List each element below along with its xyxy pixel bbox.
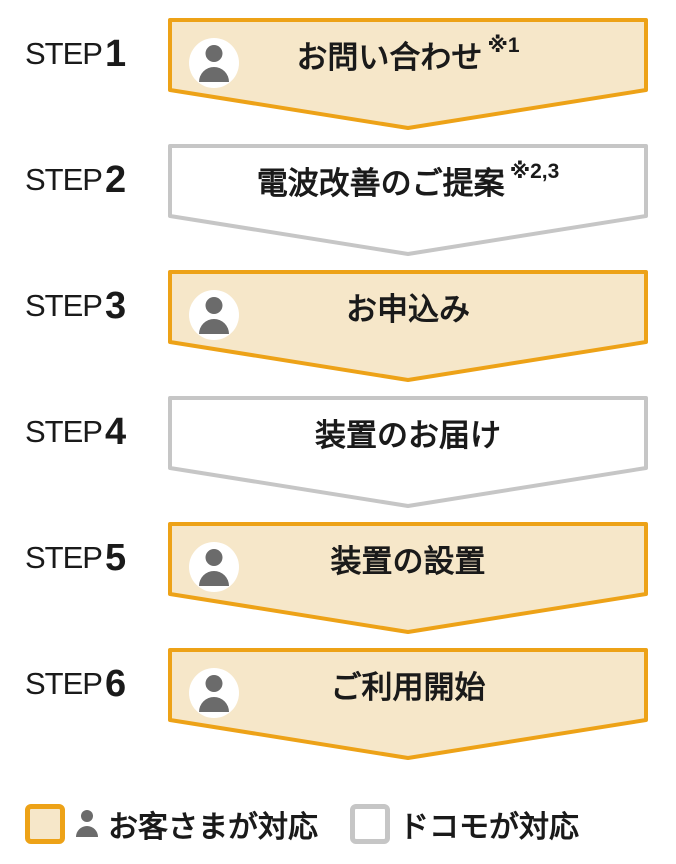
step-banner-inquiry: お問い合わせ ※1 (168, 18, 648, 130)
steps-container: STEP 1 お問い合わせ ※1 (25, 18, 676, 760)
step-row-3: STEP 3 お申込み (25, 270, 676, 382)
step-label-1: STEP 1 (25, 18, 168, 90)
legend: お客さまが対応 ドコモが対応 (0, 802, 676, 846)
step-row-6: STEP 6 ご利用開始 (25, 648, 676, 760)
step-row-2: STEP 2 電波改善のご提案 ※2,3 (25, 144, 676, 256)
customer-color-swatch (25, 804, 65, 844)
step-label-5: STEP 5 (25, 522, 168, 594)
step-label-4: STEP 4 (25, 396, 168, 468)
step-banner-proposal: 電波改善のご提案 ※2,3 (168, 144, 648, 256)
person-icon (189, 668, 239, 718)
step-number: 3 (104, 284, 127, 327)
person-icon (75, 808, 99, 840)
step-label-6: STEP 6 (25, 648, 168, 720)
legend-item-customer: お客さまが対応 (25, 802, 318, 846)
step-label-3: STEP 3 (25, 270, 168, 342)
step-title: 装置のお届け (168, 396, 648, 468)
step-number: 6 (104, 662, 127, 705)
step-label-2: STEP 2 (25, 144, 168, 216)
legend-label-customer: お客さまが対応 (108, 811, 318, 844)
docomo-color-swatch (350, 804, 390, 844)
step-banner-start: ご利用開始 (168, 648, 648, 760)
step-row-4: STEP 4 装置のお届け (25, 396, 676, 508)
step-number: 2 (104, 158, 127, 201)
chevron-banner-shape (168, 522, 648, 634)
step-title-text: お問い合わせ (296, 39, 483, 75)
step-title-text: 装置のお届け (315, 417, 501, 453)
chevron-banner-shape (168, 270, 648, 382)
step-banner-delivery: 装置のお届け (168, 396, 648, 508)
step-word: STEP (25, 36, 103, 71)
step-title-text: 装置の設置 (330, 543, 486, 579)
step-title-text: お申込み (346, 291, 470, 327)
step-banner-installation: 装置の設置 (168, 522, 648, 634)
step-row-5: STEP 5 装置の設置 (25, 522, 676, 634)
step-title-text: ご利用開始 (330, 669, 486, 705)
legend-item-docomo: ドコモが対応 (350, 802, 579, 846)
chevron-banner-shape (168, 396, 648, 508)
step-title: 電波改善のご提案 ※2,3 (168, 144, 648, 216)
chevron-banner-shape (168, 18, 648, 130)
step-word: STEP (25, 162, 103, 197)
step-title: 装置の設置 (168, 522, 648, 594)
step-title-text: 電波改善のご提案 (256, 165, 505, 201)
chevron-banner-shape (168, 648, 648, 760)
step-row-1: STEP 1 お問い合わせ ※1 (25, 18, 676, 130)
step-number: 5 (104, 536, 127, 579)
person-icon (189, 38, 239, 88)
legend-label-docomo: ドコモが対応 (399, 811, 579, 844)
step-title: ご利用開始 (168, 648, 648, 720)
chevron-banner-shape (168, 144, 648, 256)
person-icon (189, 290, 239, 340)
step-number: 1 (104, 32, 127, 75)
footnote-marker: ※1 (487, 33, 520, 57)
person-icon (189, 542, 239, 592)
step-word: STEP (25, 666, 103, 701)
step-word: STEP (25, 288, 103, 323)
step-banner-application: お申込み (168, 270, 648, 382)
step-word: STEP (25, 414, 103, 449)
footnote-marker: ※2,3 (509, 159, 560, 183)
step-word: STEP (25, 540, 103, 575)
step-number: 4 (104, 410, 127, 453)
step-title: お申込み (168, 270, 648, 342)
step-title: お問い合わせ ※1 (168, 18, 648, 90)
